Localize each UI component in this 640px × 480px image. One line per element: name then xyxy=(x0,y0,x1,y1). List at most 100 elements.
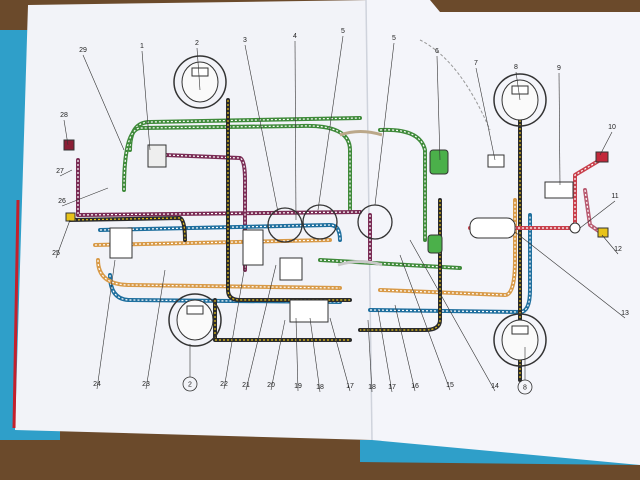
left-callout-label-5: 5 xyxy=(341,28,345,35)
brake-drum-rear-left-cylinder xyxy=(511,85,529,95)
valve-11 xyxy=(569,222,581,234)
left-callout-leader-17 xyxy=(329,317,351,392)
left-callout-leader-22 xyxy=(223,264,246,390)
right-callout-leader-14 xyxy=(409,239,496,392)
valve-7 xyxy=(487,154,505,168)
left-callout-leader-1 xyxy=(141,50,151,151)
right-callout-leader-9 xyxy=(558,72,561,186)
left-callout-leader-4 xyxy=(294,40,297,221)
spring-chamber-13 xyxy=(469,217,516,239)
left-callout-leader-2 xyxy=(196,47,201,91)
brake-drum-front-left xyxy=(173,55,227,109)
blue-pipe-lower-right-dash xyxy=(369,215,531,313)
right-callout-label-14: 14 xyxy=(491,383,499,390)
left-callout-leader-24 xyxy=(96,259,116,390)
left-callout-leader-28 xyxy=(63,119,69,146)
air-tank-2 xyxy=(302,204,338,240)
right-callout-label-18: 18 xyxy=(368,384,376,391)
left-callout-label-25: 25 xyxy=(52,250,60,257)
left-callout-leader-5 xyxy=(317,35,344,211)
right-callout-leader-11 xyxy=(579,200,616,229)
right-callout-label-12: 12 xyxy=(614,246,622,253)
brake-drum-front-right-cylinder xyxy=(186,305,204,315)
green-pipe-second-dash xyxy=(123,125,351,210)
right-callout-label-11: 11 xyxy=(611,193,618,200)
right-callout-leader-5 xyxy=(374,42,395,206)
wheel-marker-label-2: 2 xyxy=(188,382,192,389)
left-callout-leader-20 xyxy=(270,319,286,391)
brake-drum-front-left-cylinder xyxy=(191,67,209,77)
black-pipe-bottom-dash xyxy=(214,300,350,341)
left-callout-leader-26 xyxy=(61,187,109,207)
brake-drum-front-right xyxy=(168,293,222,347)
right-callout-leader-13 xyxy=(514,231,626,319)
red-pipe-vertical-dash xyxy=(574,159,601,228)
left-callout-label-18: 18 xyxy=(316,384,324,391)
left-callout-leader-23 xyxy=(145,269,166,390)
brake-drum-rear-right xyxy=(493,313,547,367)
wheel-marker-circle-8 xyxy=(517,379,533,395)
left-callout-label-22: 22 xyxy=(220,381,228,388)
left-callout-leader-25 xyxy=(55,219,71,259)
right-callout-leader-16 xyxy=(394,304,416,392)
valve-9 xyxy=(544,181,574,199)
black-pipe-front xyxy=(226,98,352,302)
air-tank-1 xyxy=(267,207,303,243)
left-callout-label-20: 20 xyxy=(267,382,275,389)
left-callout-label-27: 27 xyxy=(56,168,64,175)
right-callout-leader-12 xyxy=(601,234,619,255)
valve-22 xyxy=(242,229,264,266)
right-callout-label-10: 10 xyxy=(608,124,616,131)
left-callout-label-1: 1 xyxy=(140,43,144,50)
left-callout-leader-19 xyxy=(295,317,299,392)
right-callout-leader-17 xyxy=(377,309,393,393)
green-valve-lower xyxy=(427,234,443,254)
left-callout-label-29: 29 xyxy=(79,47,87,54)
yellow-coupling-12 xyxy=(597,227,609,238)
pink-pipe-right xyxy=(583,188,602,234)
purple-pipe-main xyxy=(76,158,362,217)
blue-pipe-upper-dash xyxy=(99,224,341,241)
orange-pipe-lower-left-dash xyxy=(97,259,341,289)
binder-ring-bottom xyxy=(337,260,383,267)
black-pipe-left-dash xyxy=(69,217,186,241)
dashed-control-line xyxy=(419,39,491,131)
brake-drum-front-left-inner xyxy=(181,61,219,103)
wheel-marker-label-8: 8 xyxy=(523,385,527,392)
left-callout-label-24: 24 xyxy=(93,381,101,388)
brake-valve xyxy=(289,299,329,323)
left-callout-leader-21 xyxy=(245,264,277,391)
green-pipe-right-dash xyxy=(379,129,426,240)
right-callout-label-16: 16 xyxy=(411,383,419,390)
green-pipe-top-dash xyxy=(129,117,361,151)
left-callout-label-19: 19 xyxy=(294,383,302,390)
green-valve-6 xyxy=(429,149,449,175)
red-page-edge xyxy=(12,199,20,429)
left-callout-label-28: 28 xyxy=(60,112,68,119)
purple-pipe-compressor xyxy=(163,153,247,272)
wheel-marker-circle-2 xyxy=(182,376,198,392)
brake-drum-front-right-inner xyxy=(176,299,214,341)
left-callout-leader-29 xyxy=(82,54,125,151)
valve-24 xyxy=(109,227,133,259)
brake-drum-rear-right-cylinder xyxy=(511,325,529,335)
binder-ring-top xyxy=(339,130,383,137)
right-callout-leader-15 xyxy=(399,254,451,391)
right-callout-label-6: 6 xyxy=(435,48,439,55)
brake-drum-rear-left xyxy=(493,73,547,127)
left-callout-label-21: 21 xyxy=(242,382,250,389)
left-callout-label-23: 23 xyxy=(142,381,150,388)
left-callout-label-3: 3 xyxy=(243,37,247,44)
right-callout-label-15: 15 xyxy=(446,382,454,389)
brake-drum-rear-right-inner xyxy=(501,319,539,361)
black-pipe-right-lower-dash xyxy=(360,200,441,331)
left-callout-label-26: 26 xyxy=(58,198,66,205)
left-callout-label-2: 2 xyxy=(195,40,199,47)
right-callout-leader-10 xyxy=(599,131,613,156)
right-callout-leader-7 xyxy=(475,67,496,161)
valve-21 xyxy=(279,257,303,281)
right-callout-leader-18 xyxy=(367,319,373,393)
right-callout-label-9: 9 xyxy=(557,65,561,72)
